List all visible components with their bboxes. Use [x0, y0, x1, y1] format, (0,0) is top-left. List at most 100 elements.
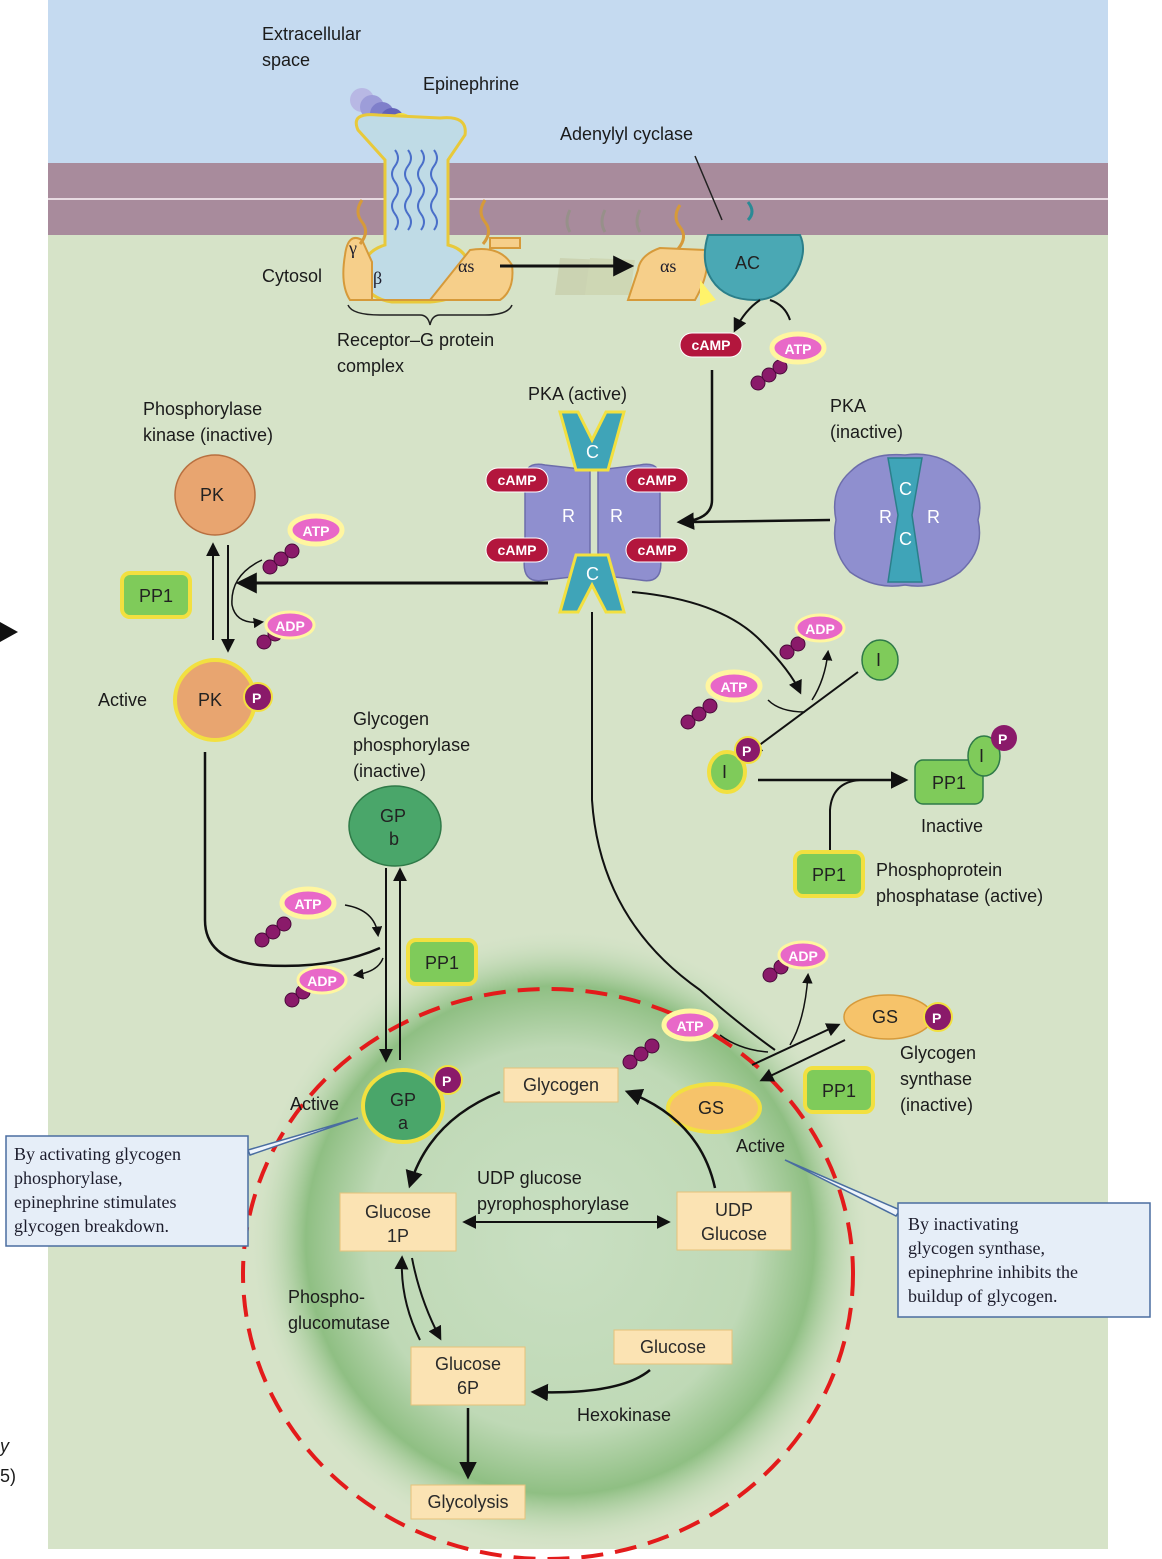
label-udp-ppase-1: UDP glucose — [477, 1168, 582, 1188]
atp-gp: ATP — [254, 886, 337, 948]
camp-pill-4: cAMP — [625, 537, 689, 563]
label-pk-active: Active — [98, 690, 147, 710]
extracellular-region — [48, 0, 1108, 165]
edge-text-1: y — [0, 1436, 10, 1456]
gp-a — [361, 1068, 445, 1144]
svg-text:epinephrine stimulates: epinephrine stimulates — [14, 1192, 176, 1212]
camp-pill-1: cAMP — [485, 467, 549, 493]
pp1-inactive-label: PP1 — [932, 773, 966, 793]
label-gp-2: phosphorylase — [353, 735, 470, 755]
camp-pill-3: cAMP — [485, 537, 549, 563]
svg-text:ATP: ATP — [721, 679, 748, 695]
gp-b-label: GP — [380, 806, 406, 826]
svg-text:Glucose: Glucose — [435, 1354, 501, 1374]
svg-text:cAMP: cAMP — [692, 337, 731, 353]
label-udp-ppase-2: pyrophosphorylase — [477, 1194, 629, 1214]
box-glycogen: Glycogen — [503, 1067, 619, 1103]
label-extracellular-2: space — [262, 50, 310, 70]
gs-inactive-label: GS — [872, 1007, 898, 1027]
atp-gs: ATP — [622, 1008, 719, 1070]
svg-text:ADP: ADP — [307, 973, 337, 989]
label-gp-3: (inactive) — [353, 761, 426, 781]
pka-inactive-r-right: R — [927, 507, 940, 527]
label-gs-active: Active — [736, 1136, 785, 1156]
gp-b — [348, 785, 442, 867]
inhibitor-phosphate — [734, 736, 762, 764]
inhibitor-i-label: I — [876, 650, 881, 670]
ac-label: AC — [735, 253, 760, 273]
complex-brace — [347, 304, 513, 326]
svg-text:PP1: PP1 — [425, 953, 459, 973]
gp-a-sub: a — [398, 1113, 409, 1133]
svg-text:6P: 6P — [457, 1378, 479, 1398]
pk-inactive-label: PK — [200, 485, 224, 505]
pka-inactive-complex — [833, 453, 981, 587]
inhibitor-i — [861, 639, 899, 681]
highlight-circle — [241, 987, 855, 1559]
svg-text:cAMP: cAMP — [638, 472, 677, 488]
svg-text:ADP: ADP — [788, 948, 818, 964]
svg-text:phosphorylase,: phosphorylase, — [14, 1168, 122, 1188]
pp1-pk: PP1 — [120, 571, 192, 619]
camp-pill-top: cAMP — [679, 332, 743, 358]
box-glucose: Glucose — [613, 1329, 733, 1365]
svg-text:cAMP: cAMP — [498, 542, 537, 558]
pka-r-left: R — [562, 506, 575, 526]
box-glucose-1p: Glucose 1P — [339, 1192, 457, 1252]
label-gp-1: Glycogen — [353, 709, 429, 729]
svg-text:P: P — [742, 743, 751, 759]
callout-right: By inactivating glycogen synthase, epine… — [897, 1202, 1151, 1318]
svg-text:Glucose: Glucose — [365, 1202, 431, 1222]
pp1-gp: PP1 — [406, 938, 478, 986]
label-complex-1: Receptor–G protein — [337, 330, 494, 350]
pp1-i-complex — [914, 725, 1017, 805]
pp1-i-label: I — [979, 746, 984, 766]
gs-active-label: GS — [698, 1098, 724, 1118]
gp-a-label: GP — [390, 1090, 416, 1110]
pka-c-bottom: C — [586, 564, 599, 584]
atp-top: ATP — [750, 331, 827, 391]
label-pka-inactive-2: (inactive) — [830, 422, 903, 442]
alpha-s-active-label: αs — [660, 256, 676, 276]
svg-text:P: P — [932, 1010, 941, 1026]
svg-text:P: P — [442, 1073, 451, 1089]
svg-text:PP1: PP1 — [139, 586, 173, 606]
label-pka-inactive-1: PKA — [830, 396, 866, 416]
label-extracellular-1: Extracellular — [262, 24, 361, 44]
label-epinephrine: Epinephrine — [423, 74, 519, 94]
box-udp-glucose: UDP Glucose — [676, 1191, 792, 1251]
gamma-label: γ — [348, 238, 357, 258]
inhibitor-i-p — [707, 750, 747, 794]
pka-c-top: C — [586, 442, 599, 462]
adp-pk: ADP — [256, 610, 316, 650]
svg-text:ATP: ATP — [785, 341, 812, 357]
svg-text:buildup of glycogen.: buildup of glycogen. — [908, 1286, 1057, 1306]
adenylyl-cyclase — [700, 201, 805, 306]
label-gs-2: synthase — [900, 1069, 972, 1089]
label-pgm-1: Phospho- — [288, 1287, 365, 1307]
gp-b-sub: b — [389, 829, 399, 849]
label-pka-active: PKA (active) — [528, 384, 627, 404]
svg-text:PP1: PP1 — [822, 1081, 856, 1101]
pp1-phosphoprotein: PP1 — [793, 850, 865, 898]
box-glucose-6p: Glucose 6P — [410, 1346, 526, 1406]
pka-r-right: R — [610, 506, 623, 526]
svg-text:cAMP: cAMP — [498, 472, 537, 488]
camp-pill-2: cAMP — [625, 467, 689, 493]
label-inactive: Inactive — [921, 816, 983, 836]
beta-label: β — [373, 268, 382, 288]
svg-text:cAMP: cAMP — [638, 542, 677, 558]
svg-text:ATP: ATP — [295, 896, 322, 912]
atp-pk: ATP — [262, 513, 345, 575]
svg-text:Glucose: Glucose — [701, 1224, 767, 1244]
svg-text:glycogen synthase,: glycogen synthase, — [908, 1238, 1045, 1258]
adp-gs: ADP — [762, 940, 829, 983]
svg-text:ADP: ADP — [805, 621, 835, 637]
adp-i: ADP — [779, 613, 846, 660]
inhibitor-ip-label: I — [722, 762, 727, 782]
label-gp-active: Active — [290, 1094, 339, 1114]
svg-text:1P: 1P — [387, 1226, 409, 1246]
svg-text:PP1: PP1 — [812, 865, 846, 885]
gs-active — [666, 1082, 762, 1134]
